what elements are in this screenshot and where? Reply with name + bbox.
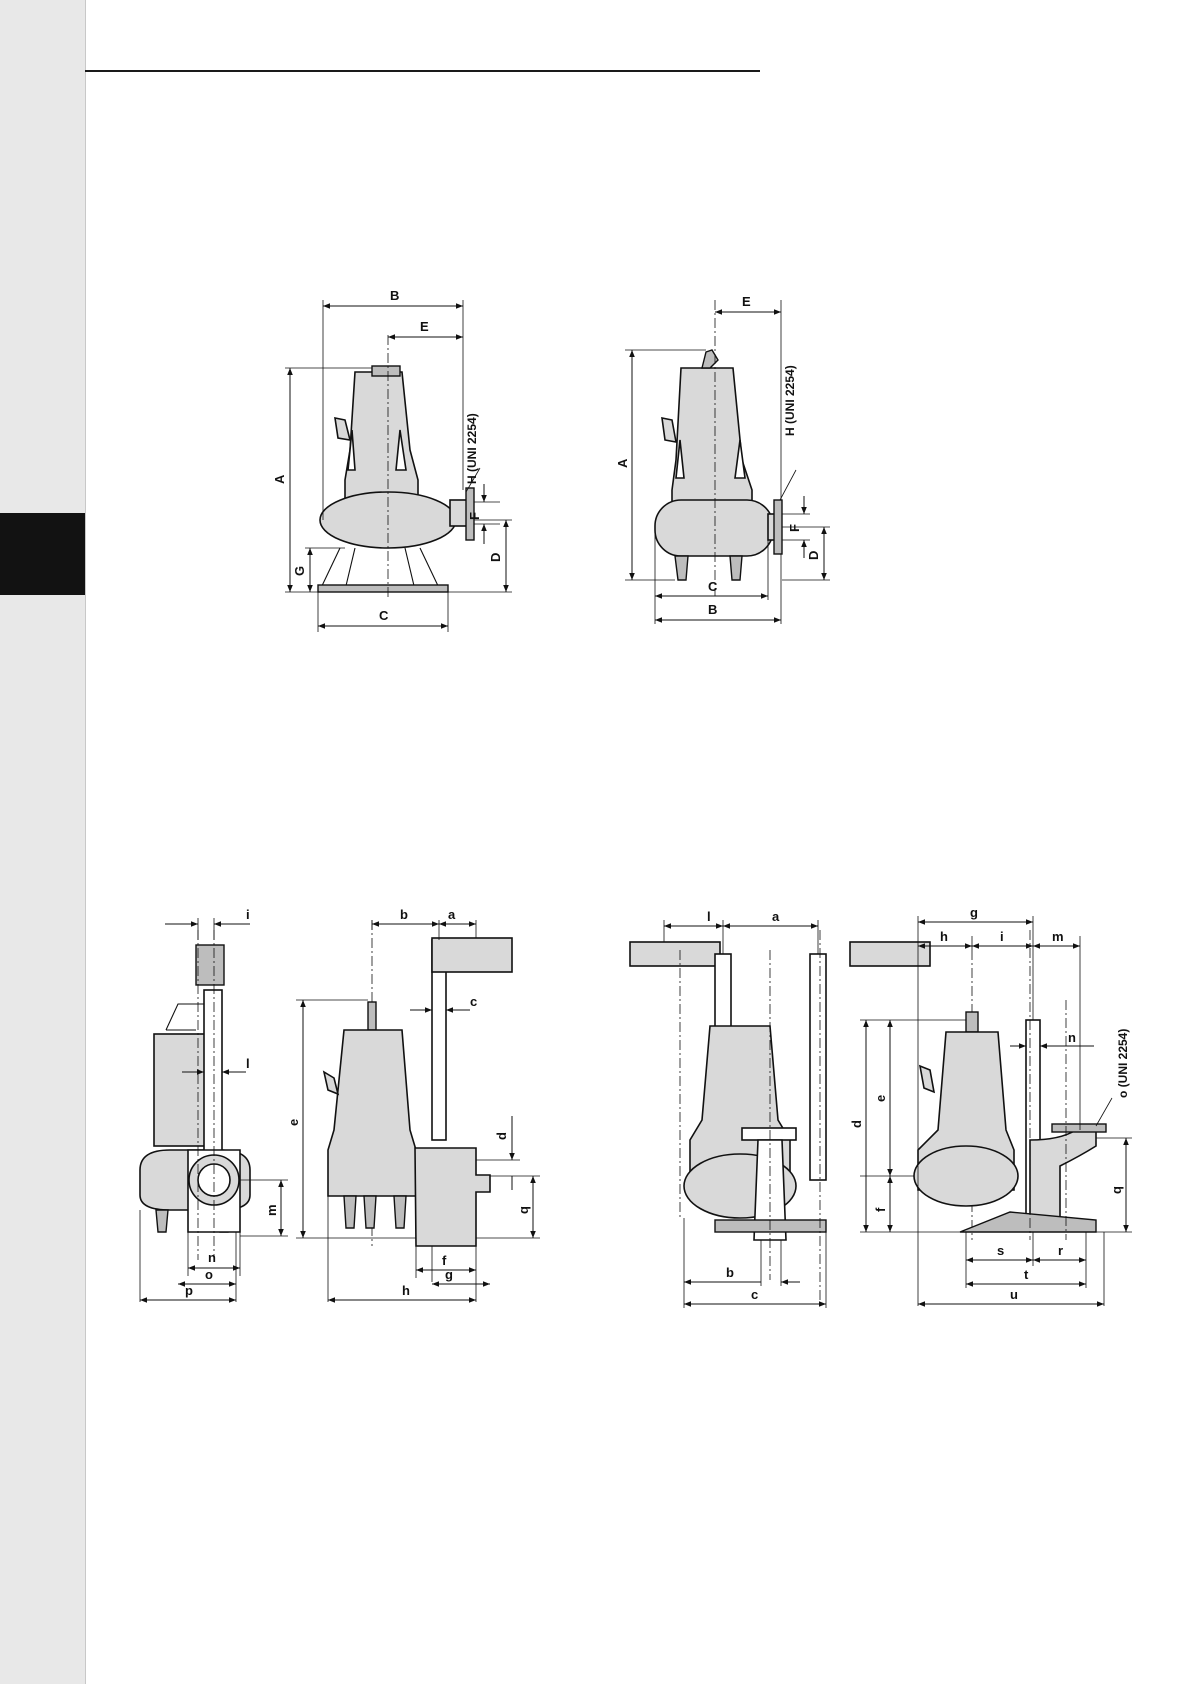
fig1-label-B: B — [390, 288, 399, 303]
fig3-label-i: i — [246, 907, 250, 922]
fig3-label-f: f — [442, 1253, 447, 1268]
fig5-label-r: r — [1058, 1243, 1063, 1258]
fig3-label-c: c — [470, 994, 477, 1009]
fig5-label-g: g — [970, 905, 978, 920]
fig5-label-f: f — [873, 1207, 888, 1212]
fig3-label-m: m — [264, 1204, 279, 1216]
fig5-label-q: q — [1109, 1186, 1124, 1194]
fig5-label-h: h — [940, 929, 948, 944]
fig5-label-m: m — [1052, 929, 1064, 944]
fig5-label-i: i — [1000, 929, 1004, 944]
fig3-label-l: l — [246, 1056, 250, 1071]
fig4-label-l: l — [707, 909, 711, 924]
fig1-label-H: H (UNI 2254) — [465, 413, 479, 484]
fig1-label-D: D — [488, 553, 503, 562]
fig3-label-h: h — [402, 1283, 410, 1298]
fig2-label-D: D — [806, 551, 821, 560]
fig3-label-g: g — [445, 1267, 453, 1282]
fig5-label-o: o (UNI 2254) — [1116, 1029, 1130, 1098]
fig5-label-s: s — [997, 1243, 1004, 1258]
fig5-label-n: n — [1068, 1030, 1076, 1045]
fig3-label-p: p — [185, 1283, 193, 1298]
fig1-label-E: E — [420, 319, 429, 334]
fig2-label-E: E — [742, 294, 751, 309]
fig5-label-t: t — [1024, 1267, 1029, 1282]
fig1-label-C: C — [379, 608, 389, 623]
fig4-label-a: a — [772, 909, 780, 924]
figure-free-standing-pump: E A C B F D H (UNI 2254) — [615, 294, 830, 624]
fig3-label-d: d — [494, 1132, 509, 1140]
fig4-label-b: b — [726, 1265, 734, 1280]
fig3-label-a: a — [448, 907, 456, 922]
fig3-label-b: b — [400, 907, 408, 922]
fig2-label-F: F — [787, 524, 802, 532]
fig1-label-G: G — [292, 566, 307, 576]
fig2-label-H: H (UNI 2254) — [783, 365, 797, 436]
fig3-label-q: q — [516, 1206, 531, 1214]
figure-guide-rail-installation: i l m n o p b a — [140, 907, 540, 1302]
figure-twin-rail-front: l a b c — [630, 909, 930, 1308]
fig1-label-F: F — [467, 512, 482, 520]
fig2-label-B: B — [708, 602, 717, 617]
fig3-label-n: n — [208, 1250, 216, 1265]
fig4-label-c: c — [751, 1287, 758, 1302]
fig5-label-u: u — [1010, 1287, 1018, 1302]
fig3-label-e: e — [286, 1119, 301, 1126]
fig1-label-A: A — [272, 474, 287, 484]
fig5-label-d: d — [849, 1120, 864, 1128]
fig3-label-o: o — [205, 1267, 213, 1282]
figure-pump-with-stand: B E A G C F D H (UNI 2254) — [272, 288, 512, 632]
fig2-label-C: C — [708, 579, 718, 594]
fig2-label-A: A — [615, 458, 630, 468]
fig5-label-e: e — [873, 1095, 888, 1102]
